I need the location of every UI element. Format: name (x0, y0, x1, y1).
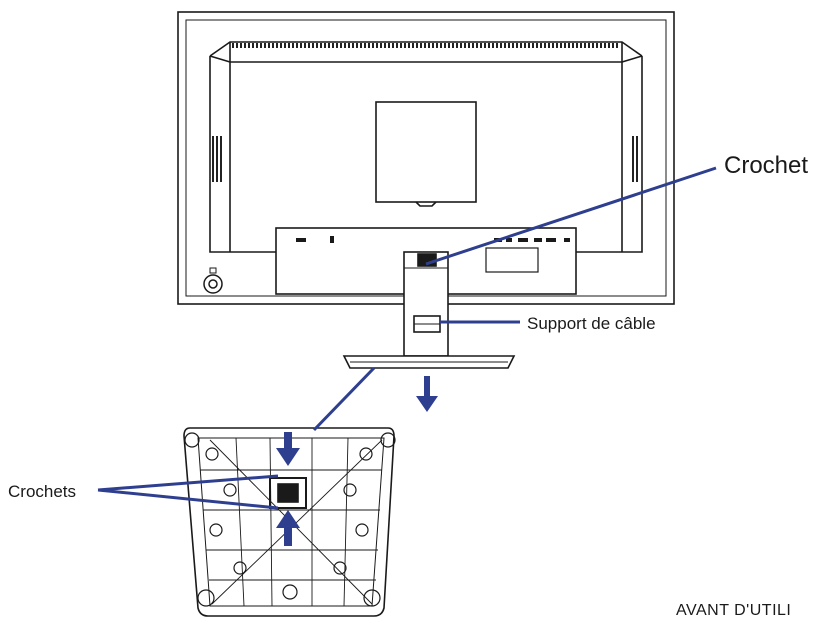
down-arrow-icon (416, 376, 438, 412)
stand-base-side (342, 355, 516, 369)
up-arrow-icon (276, 510, 300, 546)
hooks-label: Crochets (8, 482, 77, 501)
hook-down-arrow-icon (276, 432, 300, 466)
lock-slot-icon (203, 267, 223, 294)
stand-base-bottom (183, 427, 396, 617)
page-footer-text: AVANT D'UTILI (676, 602, 792, 619)
callout-lines (97, 166, 717, 510)
monitor-back (177, 11, 675, 305)
connector-ports (296, 236, 570, 243)
hook-label: Crochet (724, 152, 809, 179)
cable-holder-label: Support de câble (527, 314, 656, 333)
stand-neck (403, 251, 449, 357)
